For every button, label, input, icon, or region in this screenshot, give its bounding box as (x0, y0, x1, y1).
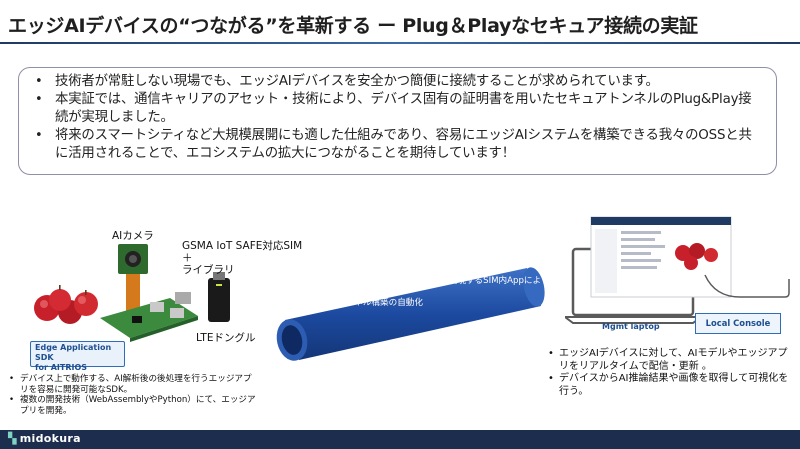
device-notes: デバイス上で動作する、AI解析後の後処理を行うエッジアプリを容易に開発可能なSD… (6, 374, 256, 416)
console-note: デバイスからAI推論結果や画像を取得して可視化を行う。 (545, 373, 790, 398)
summary-item: 技術者が常駐しない現場でも、エッジAIデバイスを安全かつ簡便に接続することが求め… (29, 73, 762, 91)
tunnel-note: 通信キャリア基盤と、強固な安全性を実現するSIM内Appによるデバイス証明書配布 (289, 276, 544, 298)
board-icon (100, 292, 198, 342)
summary-item: 将来のスマートシティなど大規模展開にも適した仕組みであり、容易にエッジAIシステ… (29, 127, 762, 163)
ai-camera-label: AIカメラ (112, 230, 154, 242)
logo-mark-icon: ▚ (8, 432, 17, 445)
brand-name: midokura (19, 432, 81, 445)
page-title: エッジAIデバイスの“つながる”を革新する ー Plug＆Playなセキュア接続… (8, 15, 698, 37)
ai-camera-icon (118, 244, 148, 312)
device-note: 複数の開発技術（WebAssemblyやPython）にて、エッジアプリを開発。 (6, 395, 256, 416)
summary-item: 本実証では、通信キャリアのアセット・技術により、デバイス固有の証明書を用いたセキ… (29, 91, 762, 127)
apple-icon (34, 285, 98, 324)
summary-box: 技術者が常駐しない現場でも、エッジAIデバイスを安全かつ簡便に接続することが求め… (18, 67, 777, 175)
footer-bar: ▚midokura (0, 430, 800, 449)
mgmt-laptop-illustration (565, 216, 790, 324)
tunnel-note: セキュアトンネル構築の自動化 (289, 298, 544, 309)
console-screenshot (590, 216, 732, 298)
sim-label: GSMA IoT SAFE対応SIM＋ ライブラリ (182, 240, 303, 276)
lte-dongle-icon (208, 272, 230, 322)
console-note: エッジAIデバイスに対して、AIモデルやエッジアプリをリアルタイムで配信・更新 … (545, 348, 790, 373)
title-divider (0, 42, 800, 44)
device-note: デバイス上で動作する、AI解析後の後処理を行うエッジアプリを容易に開発可能なSD… (6, 374, 256, 395)
local-console-label: Local Console (695, 313, 781, 334)
sdk-badge: Edge Application SDK for AITRIOS (30, 341, 125, 372)
mgmt-laptop-label: Mgmt laptop (602, 322, 660, 331)
console-notes: エッジAIデバイスに対して、AIモデルやエッジアプリをリアルタイムで配信・更新 … (545, 348, 790, 398)
device-illustration (34, 244, 230, 342)
midokura-logo: ▚midokura (8, 432, 81, 445)
tunnel-notes: 通信キャリア基盤と、強固な安全性を実現するSIM内Appによるデバイス証明書配布… (289, 276, 544, 310)
lte-dongle-label: LTEドングル (196, 332, 256, 344)
